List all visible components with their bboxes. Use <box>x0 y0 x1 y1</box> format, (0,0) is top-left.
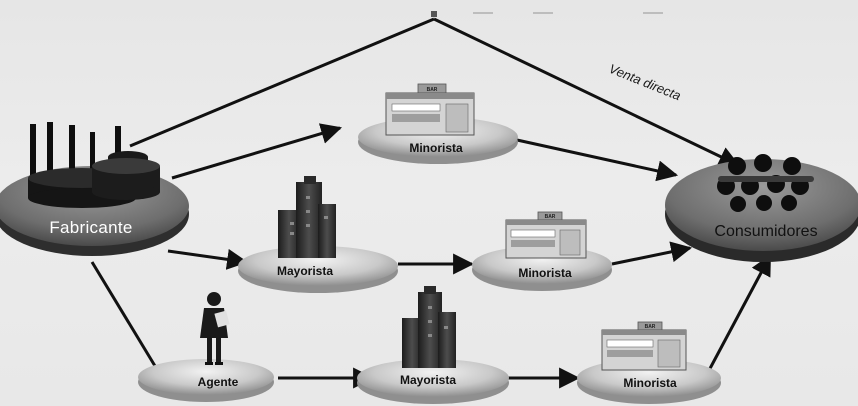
people-icon <box>717 154 814 212</box>
node-label-consumidores: Consumidores <box>714 223 817 240</box>
node-label-minorista-mid: Minorista <box>518 266 572 280</box>
edge-fab-mayorista-mid <box>167 248 249 270</box>
node-agente: Agente <box>138 292 274 402</box>
node-label-minorista-top: Minorista <box>409 141 463 155</box>
edge-fab-agente <box>90 261 157 367</box>
edge-minorista-mid-consumidores <box>611 241 693 266</box>
office-building-icon <box>278 176 336 258</box>
direct-sale-label: Venta directa <box>607 61 683 103</box>
edge-minorista-bot-consumidores <box>704 254 772 377</box>
store-icon: BAR <box>601 321 687 371</box>
node-minorista-mid: BAR Minorista <box>472 211 612 291</box>
factory-icon <box>28 122 160 208</box>
node-label-minorista-bot: Minorista <box>623 376 677 390</box>
office-building-icon <box>402 286 456 368</box>
node-minorista-bot: BAR Minorista <box>577 321 721 404</box>
node-consumidores: Consumidores <box>665 154 858 262</box>
node-label-fabricante: Fabricante <box>49 218 132 237</box>
businessperson-icon <box>200 292 230 365</box>
node-mayorista-bot: Mayorista <box>357 286 509 404</box>
store-sign: BAR <box>545 214 556 220</box>
top-decoration <box>431 11 663 17</box>
store-icon: BAR <box>505 211 587 259</box>
node-label-mayorista-mid: Mayorista <box>277 264 333 278</box>
direct-line-down <box>433 17 740 167</box>
node-label-agente: Agente <box>198 375 239 389</box>
node-label-mayorista-bot: Mayorista <box>400 373 456 387</box>
edge-fab-minorista-top <box>171 123 343 180</box>
connectors <box>90 17 772 389</box>
store-sign: BAR <box>427 87 438 93</box>
node-minorista-top: BAR Minorista <box>358 83 518 164</box>
node-mayorista-mid: Mayorista <box>238 176 398 293</box>
store-sign: BAR <box>645 324 656 330</box>
store-icon: BAR <box>385 83 475 136</box>
direct-line-up <box>129 17 435 148</box>
edge-minorista-top-consumidores <box>516 138 679 182</box>
node-fabricante: Fabricante <box>0 122 189 256</box>
